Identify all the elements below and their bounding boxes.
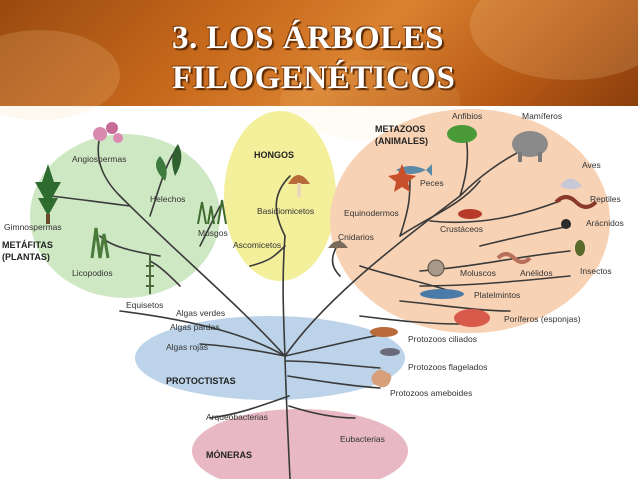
sponge-illustration	[454, 309, 490, 327]
title-line-1: 3. LOS ÁRBOLES	[172, 20, 444, 56]
label-aves: Aves	[582, 160, 601, 170]
label-angiospermas: Angiospermas	[72, 154, 126, 164]
label-musgos: Musgos	[198, 228, 228, 238]
tree-illustration	[35, 164, 61, 224]
group-label-hongos: HONGOS	[254, 150, 294, 160]
label-reptiles: Reptiles	[590, 194, 621, 204]
label-anelidos: Anélidos	[520, 268, 553, 278]
group-label-plantas: METÁFITAS	[2, 240, 53, 250]
label-peces: Peces	[420, 178, 444, 188]
worm-illustration	[496, 252, 532, 264]
flower-illustration	[93, 122, 123, 143]
insect-illustration	[575, 240, 585, 256]
jellyfish-illustration	[328, 241, 348, 248]
amoeba-illustration	[371, 369, 392, 388]
label-helechos: Helechos	[150, 194, 185, 204]
fern-illustration	[156, 144, 182, 181]
label-mamiferos: Mamíferos	[522, 111, 562, 121]
elephant-illustration	[512, 131, 548, 162]
starfish-illustration	[388, 164, 416, 192]
protoctistas-zone	[135, 316, 405, 400]
plantas-zone	[30, 134, 220, 298]
label-aracnidos: Arácnidos	[586, 218, 624, 228]
moneras-zone	[192, 409, 408, 479]
label-ascomicetos: Ascomicetos	[233, 240, 281, 250]
label-poriferos: Poríferos (esponjas)	[504, 314, 581, 324]
label-cnidarios: Cnidarios	[338, 232, 374, 242]
moss-illustration	[197, 199, 227, 225]
lobster-illustration	[458, 209, 482, 219]
label-protozoos-ciliados: Protozoos ciliados	[408, 334, 477, 344]
mushroom-illustration	[288, 175, 310, 197]
slide-header: 3. LOS ÁRBOLES FILOGENÉTICOS	[0, 0, 638, 140]
label-gimnospermas: Gimnospermas	[4, 222, 62, 232]
title-line-2: FILOGENÉTICOS	[172, 60, 456, 96]
label-protozoos-ameboides: Protozoos ameboides	[390, 388, 472, 398]
label-equisetos: Equisetos	[126, 300, 163, 310]
hongos-zone	[224, 111, 336, 281]
label-licopodios: Licopodios	[72, 268, 113, 278]
group-label-metazoos-sub: (ANIMALES)	[375, 136, 428, 146]
label-platelmintos: Platelmintos	[474, 290, 520, 300]
label-insectos: Insectos	[580, 266, 612, 276]
label-anfibios: Anfibios	[452, 111, 482, 121]
slide-title: 3. LOS ÁRBOLES FILOGENÉTICOS	[172, 18, 532, 98]
group-label-metazoos: METAZOOS	[375, 124, 425, 134]
snake-illustration	[554, 195, 598, 209]
label-basidiomicetos: Basidiomicetos	[257, 206, 314, 216]
label-algas-rojas: Algas rojas	[166, 342, 208, 352]
group-label-moneras: MÓNERAS	[206, 449, 252, 460]
spider-illustration	[561, 219, 571, 229]
label-arqueobacterias: Arqueobacterias	[206, 412, 268, 422]
club-moss-illustration	[90, 227, 110, 259]
tree-branches	[49, 130, 571, 479]
bird-illustration	[560, 178, 582, 189]
label-moluscos: Moluscos	[460, 268, 496, 278]
snail-illustration	[427, 259, 445, 277]
group-label-protoctistas: PROTOCTISTAS	[166, 376, 236, 386]
label-algas-pardas: Algas pardas	[170, 322, 220, 332]
horsetail-illustration	[146, 254, 154, 294]
label-crustaceos: Crustáceos	[440, 224, 483, 234]
label-protozoos-flagelados: Protozoos flagelados	[408, 362, 487, 372]
label-algas-verdes: Algas verdes	[176, 308, 225, 318]
phylogenetic-tree-diagram: METÁFITAS (PLANTAS) HONGOS METAZOOS (ANI…	[2, 109, 624, 479]
flagellate-illustration	[380, 348, 400, 356]
label-eubacterias: Eubacterias	[340, 434, 385, 444]
ciliate-illustration	[370, 327, 398, 337]
group-label-plantas-sub: (PLANTAS)	[2, 252, 50, 262]
label-equinodermos: Equinodermos	[344, 208, 399, 218]
frog-illustration	[447, 125, 477, 143]
flatworm-illustration	[420, 289, 464, 299]
